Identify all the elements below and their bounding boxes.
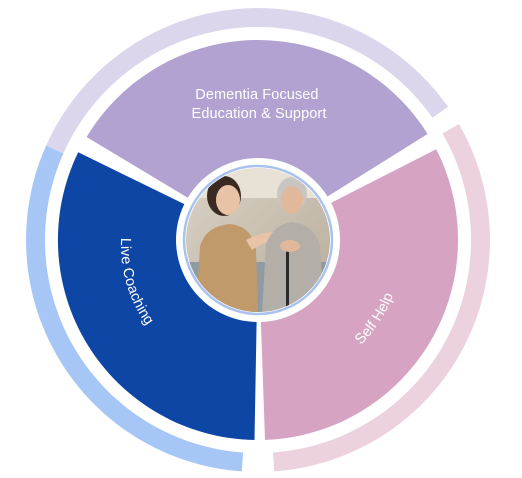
education-segment[interactable] xyxy=(86,40,428,198)
self-help-segment[interactable] xyxy=(260,149,459,440)
self-help-outer-ring xyxy=(272,124,490,472)
caregiver-with-elderly-woman-photo xyxy=(182,164,334,316)
education-outer-ring xyxy=(46,8,448,154)
live-coaching-outer-ring xyxy=(26,145,244,472)
education-label: Dementia Focused Education & Support xyxy=(192,87,327,122)
live-coaching-segment[interactable] xyxy=(57,152,257,441)
